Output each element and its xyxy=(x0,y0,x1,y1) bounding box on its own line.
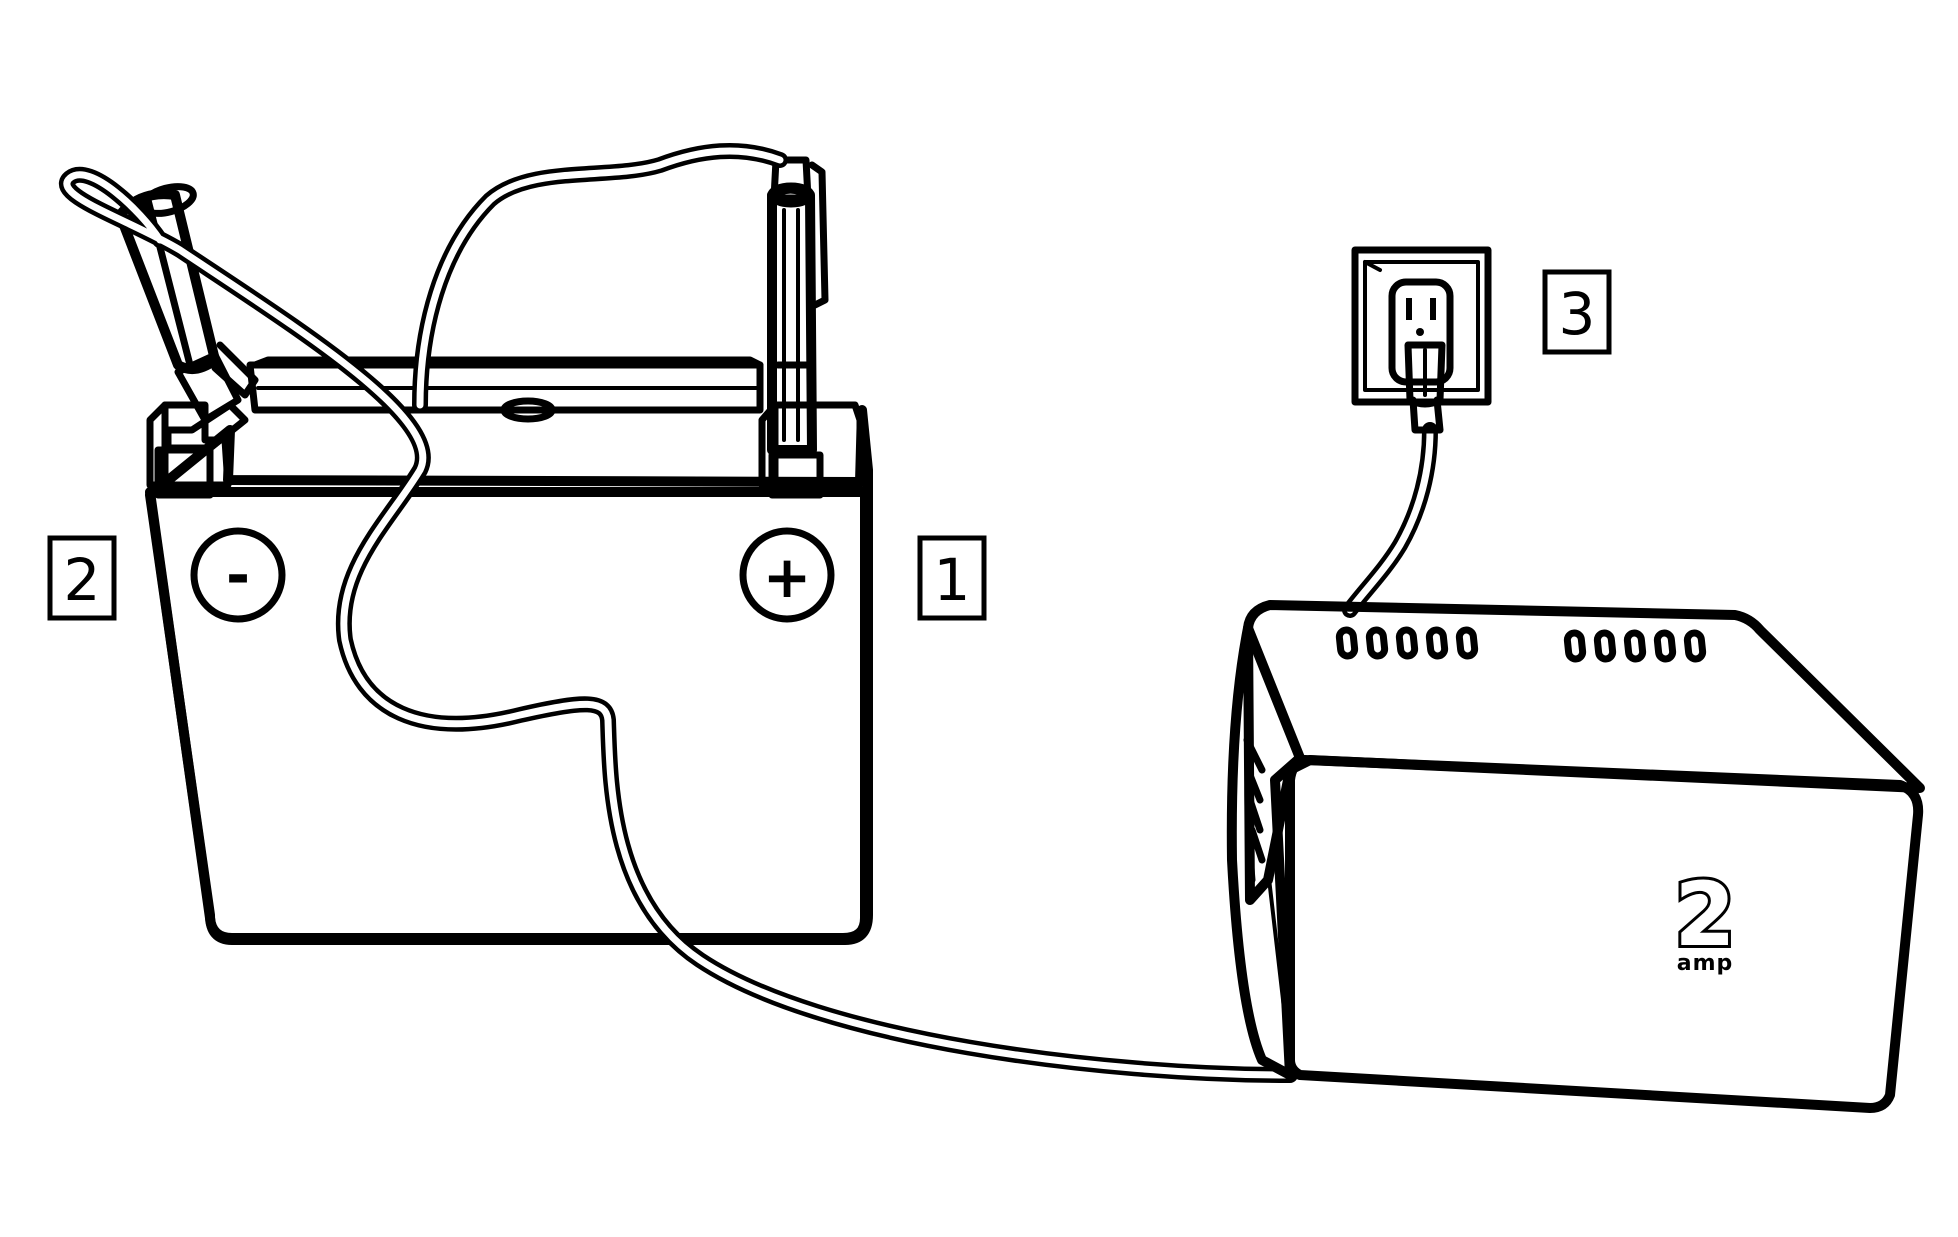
battery-charger: 2 amp xyxy=(1226,600,1925,1113)
negative-terminal-symbol: - xyxy=(190,527,286,623)
vent-slots-left xyxy=(1335,626,1479,660)
power-cord xyxy=(1342,422,1438,618)
callout-3: 3 xyxy=(1542,269,1612,355)
charger-rating-badge: 2 amp xyxy=(1671,860,1738,976)
battery xyxy=(145,356,873,945)
vent-slots-right xyxy=(1563,629,1707,663)
svg-text:+: + xyxy=(763,543,812,611)
svg-text:-: - xyxy=(226,541,250,609)
svg-text:2: 2 xyxy=(1674,863,1735,966)
svg-text:3: 3 xyxy=(1559,280,1596,348)
callout-1: 1 xyxy=(917,535,987,621)
charger-output-cable xyxy=(59,166,1298,1083)
svg-text:amp: amp xyxy=(1677,951,1734,976)
wall-outlet xyxy=(1351,246,1492,434)
positive-clamp xyxy=(767,156,829,499)
callout-2: 2 xyxy=(47,535,117,621)
svg-text:1: 1 xyxy=(934,546,971,614)
svg-text:2: 2 xyxy=(64,546,101,614)
positive-lead-cable xyxy=(412,142,788,413)
positive-terminal-symbol: + xyxy=(739,527,835,623)
